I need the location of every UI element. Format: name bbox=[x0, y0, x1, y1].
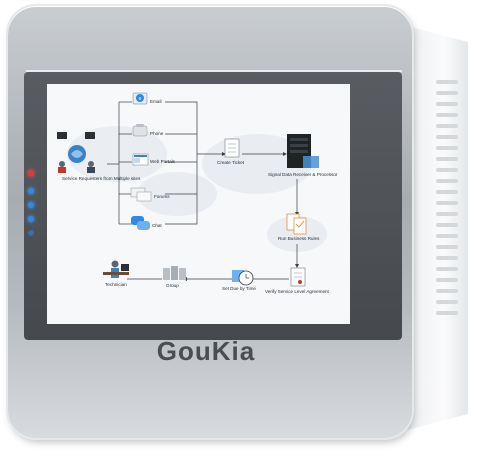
server-icon bbox=[287, 134, 319, 168]
create-ticket-label: Create Ticket bbox=[217, 160, 245, 165]
phone-icon bbox=[132, 124, 148, 137]
power-led bbox=[28, 170, 34, 176]
forums-icon bbox=[130, 187, 152, 202]
web-portals-icon bbox=[132, 153, 149, 166]
indicator-leds bbox=[28, 170, 36, 240]
requesters-label: Service Requesters from Multiple sites bbox=[62, 176, 141, 181]
email-icon: e bbox=[132, 92, 148, 105]
technician-icon bbox=[103, 260, 129, 278]
requesters-icon bbox=[57, 132, 95, 173]
sla-document-icon bbox=[290, 267, 306, 287]
web-portals-label: Web Portals bbox=[150, 159, 175, 164]
chat-icon bbox=[131, 216, 150, 230]
group-label: Group bbox=[166, 283, 179, 288]
business-rules-label: Run Business Rules bbox=[278, 236, 320, 241]
status-led-1 bbox=[28, 188, 34, 194]
svg-text:e: e bbox=[139, 96, 142, 102]
processor-label: Signal Data Receiver & Processor bbox=[268, 172, 338, 177]
brand-logo: GouKia bbox=[156, 336, 256, 366]
touch-screen[interactable]: e bbox=[47, 84, 350, 324]
status-led-4 bbox=[28, 230, 34, 236]
cooling-fins bbox=[436, 80, 458, 320]
status-led-3 bbox=[28, 216, 34, 222]
clock-calendar-icon bbox=[232, 270, 254, 286]
set-due-label: Set Due by Time bbox=[222, 286, 256, 291]
status-led-2 bbox=[28, 202, 34, 208]
business-rules-icon bbox=[286, 213, 307, 235]
phone-label: Phone bbox=[150, 131, 164, 136]
chat-label: Chat bbox=[152, 223, 162, 228]
group-icon bbox=[163, 266, 186, 280]
technician-label: Technician bbox=[105, 282, 127, 287]
forums-label: Forums bbox=[154, 194, 170, 199]
frame-highlight bbox=[26, 70, 402, 72]
workflow-diagram: e bbox=[57, 92, 327, 287]
create-ticket-icon bbox=[224, 138, 240, 158]
email-label: Email bbox=[150, 99, 162, 104]
sla-label: Verify Service Level Agreement bbox=[265, 289, 329, 294]
